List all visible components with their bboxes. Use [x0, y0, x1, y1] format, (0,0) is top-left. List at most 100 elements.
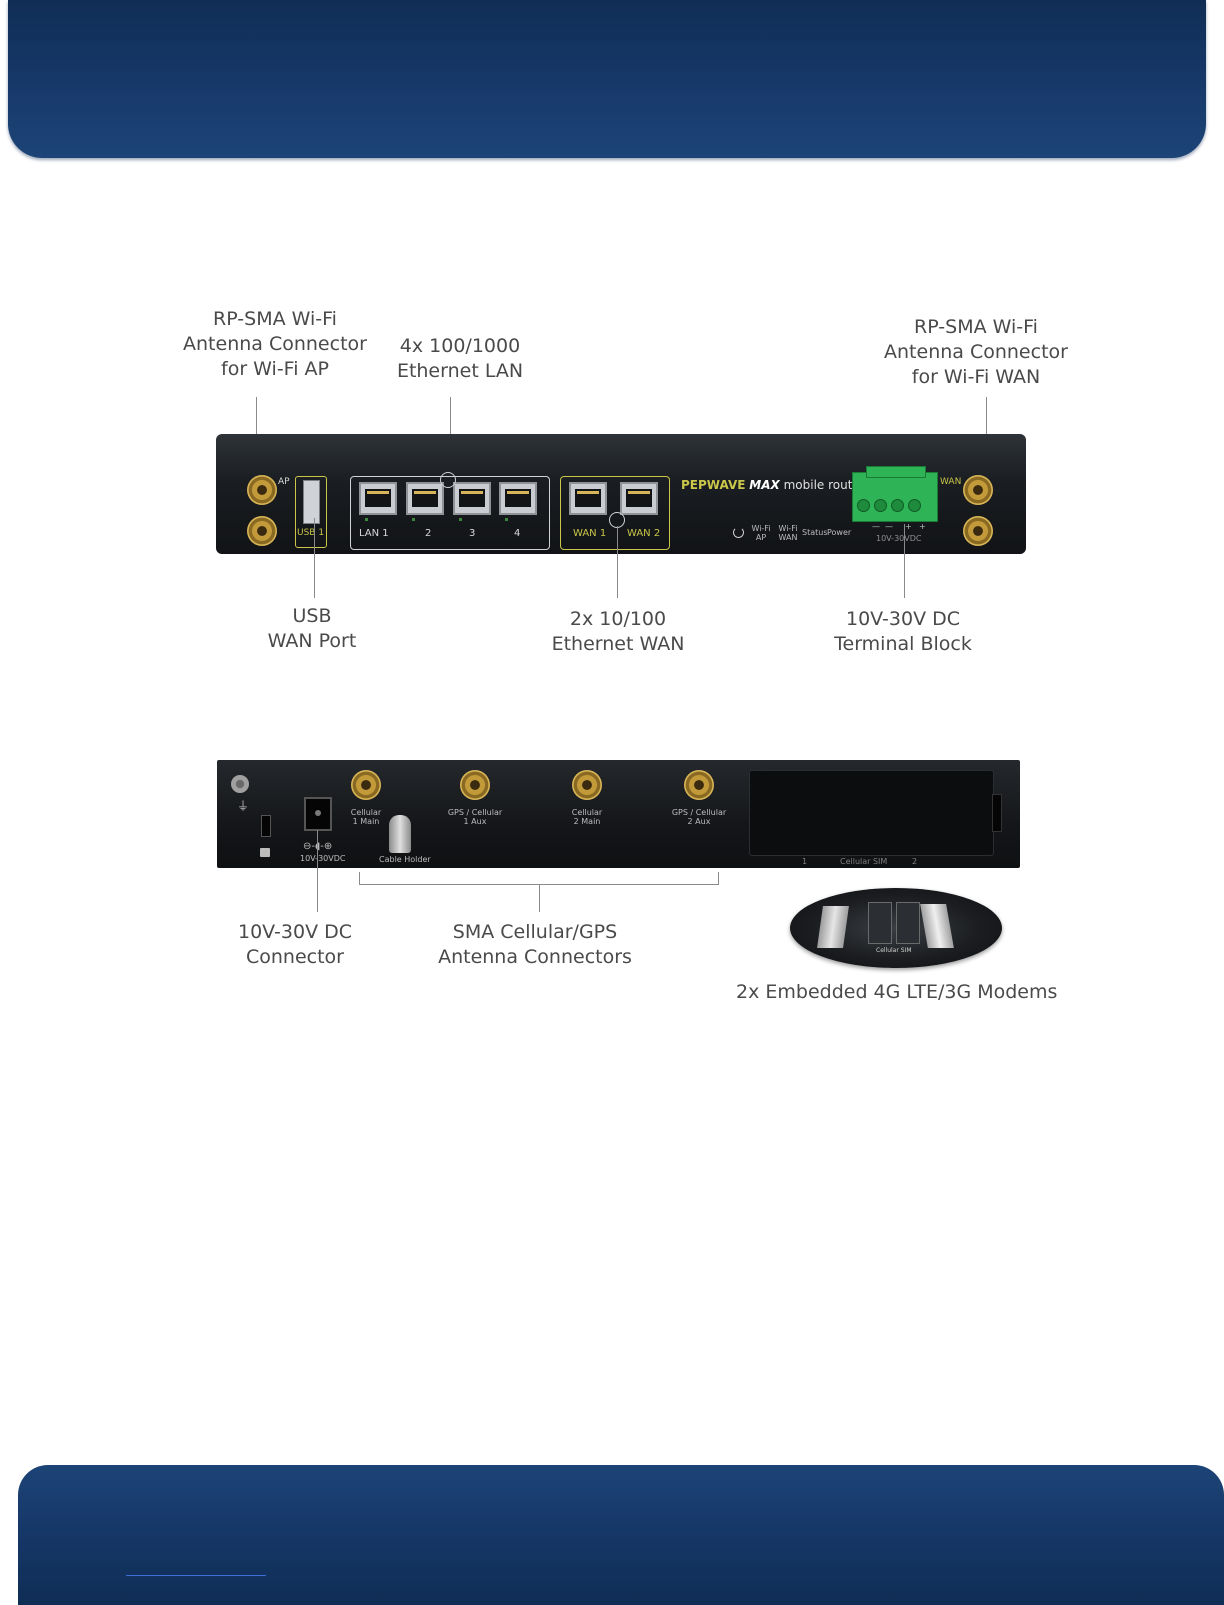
leader-line	[314, 518, 315, 598]
dc-terminal-block-tab	[866, 466, 926, 478]
lock-icon	[260, 848, 270, 857]
wifi-ap-antenna-connector-icon	[247, 475, 277, 505]
terminal-polarity: +	[919, 522, 926, 531]
terminal-polarity: —	[885, 522, 893, 531]
callout-line: RP-SMA Wi-Fi	[914, 316, 1038, 338]
cellular-1-main-connector-icon	[351, 770, 381, 800]
wan-label-2: WAN 2	[627, 528, 661, 539]
usb-port-frame	[295, 476, 327, 548]
lan-label-1: LAN 1	[359, 528, 389, 539]
lan-label-3: 3	[469, 528, 476, 539]
wifi-wan-antenna-connector-icon	[963, 475, 993, 505]
callout-wifi-ap-antenna: RP-SMA Wi-Fi Antenna Connector for Wi-Fi…	[175, 307, 375, 382]
leader-line	[617, 526, 618, 598]
ground-screw-icon	[231, 775, 249, 793]
lan-label-2: 2	[425, 528, 432, 539]
sim-cover	[749, 770, 994, 856]
sim-tray-icon	[868, 902, 892, 944]
inset-sim-label: Cellular SIM	[876, 947, 912, 954]
footer-banner	[18, 1465, 1224, 1605]
callout-line: Connector	[246, 946, 344, 968]
sma-label-gps-cellular-2-aux: GPS / Cellular 2 Aux	[671, 808, 727, 826]
header-banner	[8, 0, 1206, 158]
brand-name: PEPWAVE	[681, 478, 746, 492]
security-slot-icon	[261, 815, 271, 837]
ground-symbol-icon: ⏚	[237, 799, 250, 813]
callout-dc-connector: 10V-30V DC Connector	[215, 920, 375, 970]
callout-usb-wan-port: USB WAN Port	[232, 604, 392, 654]
callout-ethernet-wan: 2x 10/100 Ethernet WAN	[538, 607, 698, 657]
brand-logo: PEPWAVE MAX mobile router	[681, 478, 865, 492]
router-back-panel: ⏚ ⊖-◖-⊕ 10V-30VDC Cellular 1 Main GPS / …	[217, 760, 1020, 868]
reset-icon	[733, 527, 744, 538]
wan-antenna-label: WAN	[940, 477, 962, 487]
terminal-screw-icon	[908, 499, 921, 512]
brand-product: mobile router	[783, 478, 865, 492]
sma-label-gps-cellular-1-aux: GPS / Cellular 1 Aux	[447, 808, 503, 826]
callout-terminal-block: 10V-30V DC Terminal Block	[823, 607, 983, 657]
gps-cellular-1-aux-connector-icon	[460, 770, 490, 800]
dc-voltage-label: 10V-30VDC	[300, 854, 346, 863]
leader-line	[539, 885, 540, 912]
callout-line: 2x 10/100	[569, 608, 667, 630]
indicator-wifi-ap: Wi-Fi AP	[751, 524, 771, 542]
lan-port-4-icon	[499, 482, 537, 515]
callout-line: SMA Cellular/GPS	[452, 921, 618, 943]
leader-line	[904, 524, 905, 598]
leader-line	[317, 830, 318, 912]
callout-line: WAN Port	[267, 630, 357, 652]
usb-port-icon	[303, 480, 320, 524]
router-front-panel: AP USB 1 LAN 1 2 3 4 WAN 1 WAN 2 PEPWAVE…	[216, 434, 1026, 554]
callout-line: Terminal Block	[834, 633, 972, 655]
callout-line: USB	[292, 605, 332, 627]
wan-label-1: WAN 1	[573, 528, 607, 539]
wan-port-group	[560, 476, 670, 550]
terminal-screw-icon	[874, 499, 887, 512]
callout-line: 10V-30V DC	[845, 608, 961, 630]
wifi-ap-antenna-connector-icon	[247, 516, 277, 546]
terminal-polarity: —	[872, 522, 880, 531]
callout-embedded-modems: 2x Embedded 4G LTE/3G Modems	[736, 981, 1058, 1003]
callout-line: for Wi-Fi AP	[221, 358, 329, 380]
indicator-wifi-wan: Wi-Fi WAN	[778, 524, 798, 542]
lan-led-icon	[365, 518, 368, 521]
terminal-screw-icon	[857, 499, 870, 512]
dc-terminal-block	[852, 472, 938, 522]
lan-led-icon	[412, 518, 415, 521]
terminal-polarity: +	[905, 522, 912, 531]
lan-port-3-icon	[453, 482, 491, 515]
lan-label-4: 4	[514, 528, 521, 539]
sim-slot-1-label: 1	[802, 857, 808, 866]
footer-link[interactable]	[126, 1574, 266, 1576]
lan-led-icon	[505, 518, 508, 521]
sim-card-icon	[817, 906, 849, 948]
callout-line: Ethernet LAN	[396, 360, 524, 382]
callout-sma-antenna-connectors: SMA Cellular/GPS Antenna Connectors	[425, 920, 645, 970]
gps-cellular-2-aux-connector-icon	[684, 770, 714, 800]
dc-jack-icon	[304, 797, 332, 831]
sim-tray-icon	[896, 902, 920, 944]
cellular-2-main-connector-icon	[572, 770, 602, 800]
callout-wifi-wan-antenna: RP-SMA Wi-Fi Antenna Connector for Wi-Fi…	[876, 315, 1076, 390]
callout-line: Antenna Connector	[884, 341, 1068, 363]
wan-port-1-icon	[569, 482, 607, 515]
terminal-voltage-label: 10V-30VDC	[876, 534, 922, 543]
leader-endpoint-icon	[440, 472, 456, 488]
lan-led-icon	[459, 518, 462, 521]
callout-line: Ethernet WAN	[551, 633, 685, 655]
sim-card-icon	[920, 904, 954, 948]
sma-bracket	[359, 872, 719, 885]
brand-model: MAX	[749, 478, 780, 492]
callout-line: for Wi-Fi WAN	[911, 366, 1041, 388]
callout-ethernet-lan: 4x 100/1000 Ethernet LAN	[375, 334, 545, 384]
sma-label-cellular-1-main: Cellular 1 Main	[350, 808, 382, 826]
indicator-power: Power	[827, 528, 852, 537]
callout-line: 4x 100/1000	[399, 335, 521, 357]
cable-holder-icon	[389, 815, 411, 853]
lan-port-2-icon	[406, 482, 444, 515]
lan-port-1-icon	[359, 482, 397, 515]
callout-line: RP-SMA Wi-Fi	[213, 308, 337, 330]
callout-line: Antenna Connectors	[438, 946, 632, 968]
sim-cover-latch	[992, 794, 1002, 832]
callout-line: Antenna Connector	[183, 333, 367, 355]
